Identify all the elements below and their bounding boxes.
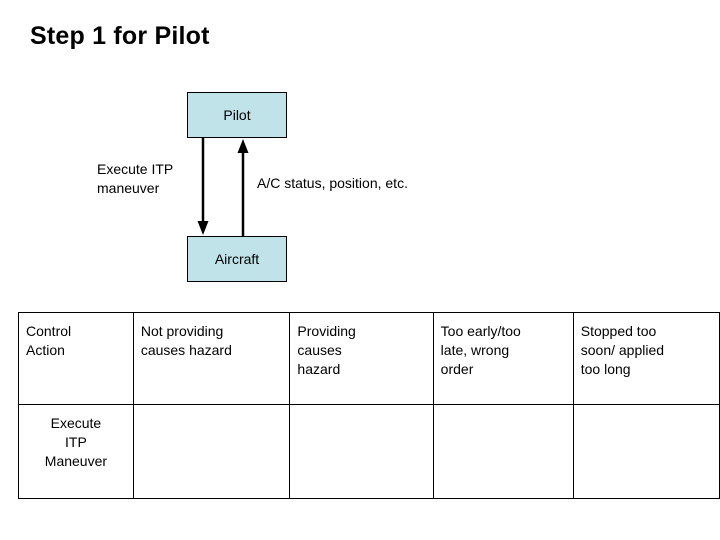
arrow-up-icon: [237, 139, 249, 236]
table-header-duration: Stopped too soon/ applied too long: [580, 323, 665, 377]
control-action-table: Control Action Not providing causes haza…: [18, 312, 720, 499]
table-header-timing: Too early/too late, wrong order: [440, 323, 521, 377]
table-header-control-action: Control Action: [26, 323, 72, 358]
table-header-not-providing: Not providing causes hazard: [140, 323, 232, 358]
arrow-label-control-action: Execute ITP maneuver: [97, 161, 174, 196]
diagram-node-aircraft-label: Aircraft: [214, 251, 260, 267]
diagram-node-pilot-label: Pilot: [223, 107, 251, 123]
table-header-row: Control Action Not providing causes haza…: [18, 312, 720, 405]
table-row: Execute ITP Maneuver: [18, 404, 720, 499]
table-row-label-execute-itp-maneuver: Execute ITP Maneuver: [44, 415, 108, 469]
arrow-down-icon: [197, 138, 209, 235]
page-title: Step 1 for Pilot: [30, 22, 210, 50]
diagram-node-aircraft: Aircraft: [187, 236, 287, 282]
diagram-node-pilot: Pilot: [187, 92, 287, 138]
arrow-label-feedback: A/C status, position, etc.: [257, 175, 408, 191]
table-header-providing: Providing causes hazard: [297, 323, 356, 377]
